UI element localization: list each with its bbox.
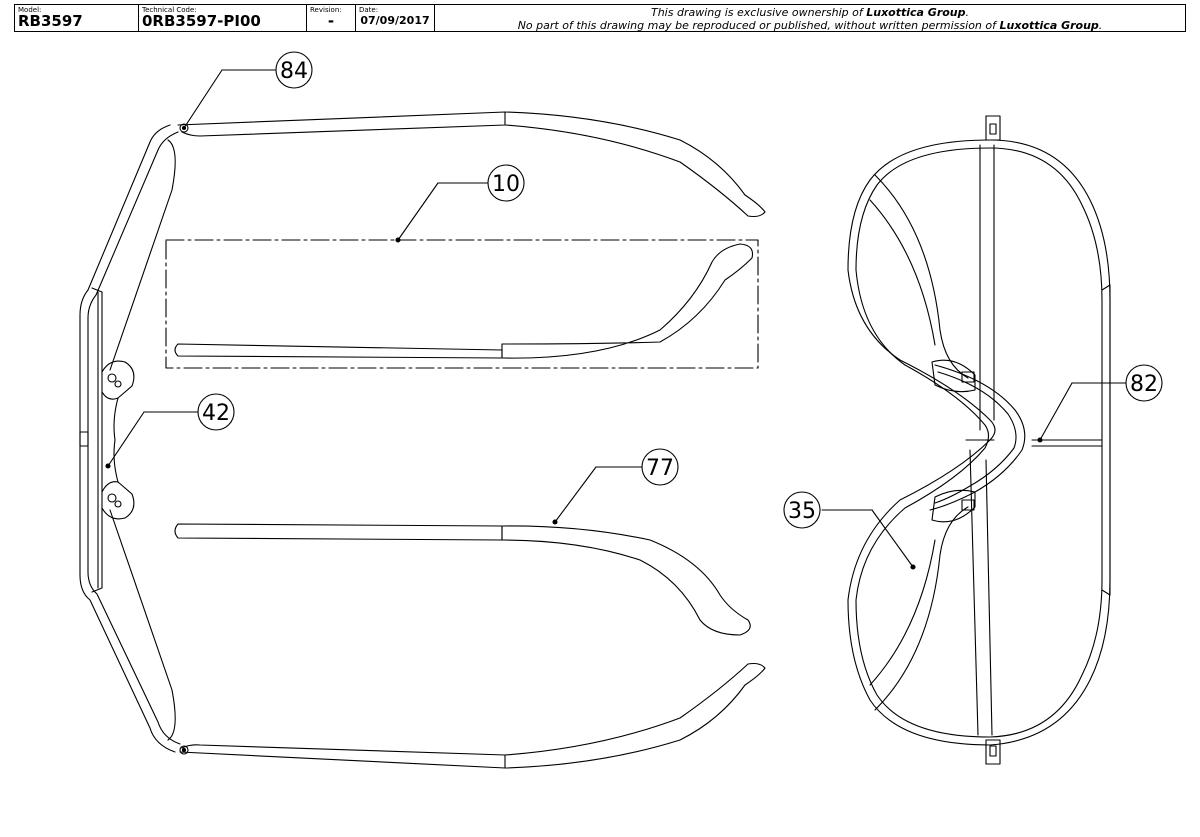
side-view — [821, 115, 1127, 765]
lens-edge-upper — [109, 139, 176, 371]
notice-line-2: No part of this drawing may be reproduce… — [517, 19, 1103, 32]
technical-code-cell: Technical Code: 0RB3597-PI00 — [139, 5, 307, 31]
model-cell: Model: RB3597 — [15, 5, 139, 31]
hinge-screw-bottom — [179, 745, 189, 755]
lens-shade-lower — [874, 506, 969, 711]
brand-name: Luxottica Group — [999, 19, 1099, 32]
top-hinge — [985, 115, 1001, 141]
svg-text:82: 82 — [1130, 372, 1158, 397]
nose-pad-right-upper — [931, 359, 976, 393]
svg-text:10: 10 — [492, 172, 520, 197]
brand-name: Luxottica Group — [866, 6, 966, 19]
lens-edge-lower — [109, 509, 176, 741]
date-label: Date: — [359, 6, 379, 14]
callout-84: 84 — [275, 51, 313, 89]
callout-77: 77 — [641, 448, 679, 486]
notice-line-1: This drawing is exclusive ownership of L… — [650, 6, 970, 19]
callout-82: 82 — [1125, 364, 1163, 402]
revision-value: - — [327, 12, 335, 30]
lower-temple — [179, 744, 506, 769]
nose-pad-upper — [101, 360, 135, 400]
right-side-bar — [1101, 284, 1111, 596]
nose-pad-right-lower — [931, 489, 976, 523]
hinge-screw-top — [179, 123, 189, 133]
technical-code-label: Technical Code: — [142, 6, 197, 14]
ownership-notice: This drawing is exclusive ownership of L… — [435, 5, 1185, 32]
upper-temple — [177, 111, 506, 137]
model-value: RB3597 — [18, 12, 83, 30]
revision-cell: Revision: - — [307, 5, 356, 31]
revision-label: Revision: — [310, 6, 342, 14]
date-cell: Date: 07/09/2017 — [356, 5, 435, 31]
lens-shade-upper — [874, 174, 969, 379]
title-block: Model: RB3597 Technical Code: 0RB3597-PI… — [14, 4, 1186, 32]
date-value: 07/09/2017 — [360, 14, 430, 27]
detail-box — [165, 239, 759, 369]
nose-bridge-curve — [113, 397, 119, 483]
lens-outline-outer — [847, 139, 1111, 746]
top-view — [79, 69, 766, 769]
temple-detail — [174, 343, 503, 359]
svg-text:42: 42 — [202, 401, 230, 426]
callout-10: 10 — [487, 164, 525, 202]
callout-42: 42 — [197, 393, 235, 431]
model-label: Model: — [18, 6, 42, 14]
technical-code-value: 0RB3597-PI00 — [142, 12, 261, 30]
callout-35: 35 — [783, 491, 821, 529]
center-bar-right — [985, 144, 995, 736]
svg-text:35: 35 — [788, 499, 816, 524]
temple-standalone — [174, 523, 503, 541]
nose-pad-lower — [101, 481, 135, 520]
center-bar-left — [969, 144, 981, 736]
bottom-hinge — [985, 739, 1001, 765]
lens-outline-inner — [855, 147, 1103, 738]
top-bridge — [91, 287, 103, 593]
front-cross-curve — [929, 364, 1026, 511]
svg-text:84: 84 — [280, 59, 308, 84]
svg-text:77: 77 — [646, 456, 674, 481]
